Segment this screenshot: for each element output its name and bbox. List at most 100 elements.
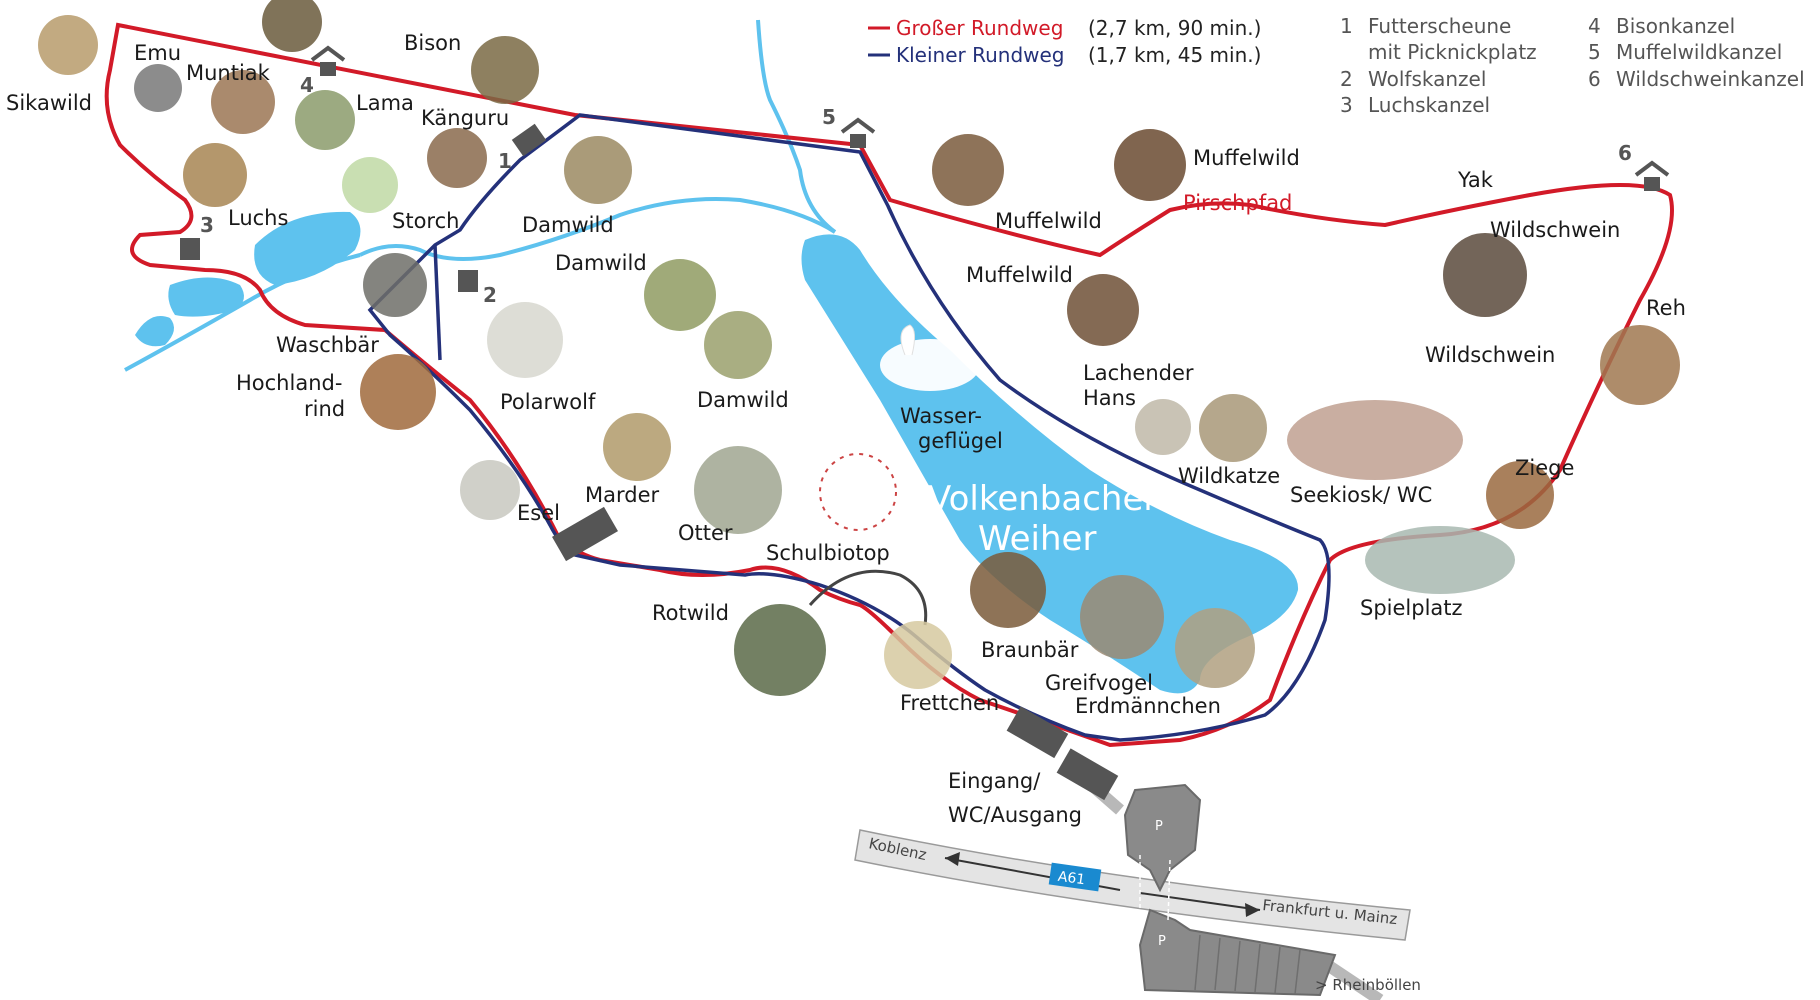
photo-damwild-3 bbox=[704, 311, 772, 379]
poi-2-wolfskanzel[interactable] bbox=[458, 270, 478, 292]
label-muffelwild-3: Muffelwild bbox=[966, 263, 1073, 287]
label-wildschwein-1: Wildschwein bbox=[1490, 218, 1620, 242]
photo-braunbaer bbox=[970, 552, 1046, 628]
label-schulbiotop: Schulbiotop bbox=[766, 541, 890, 565]
label-hochland-1: Hochland- bbox=[236, 371, 342, 395]
poi-5-muffelwildkanzel[interactable] bbox=[840, 117, 876, 148]
photo-bison-2 bbox=[471, 36, 539, 104]
parking-label-south: P bbox=[1158, 934, 1166, 949]
label-greifvogel: Greifvogel bbox=[1045, 671, 1153, 695]
photo-kaenguru bbox=[427, 128, 487, 188]
poi-4-bisonkanzel[interactable] bbox=[310, 45, 346, 76]
label-storch: Storch bbox=[392, 209, 459, 233]
photo-lama bbox=[295, 90, 355, 150]
a61-sign bbox=[1048, 862, 1102, 892]
route-big bbox=[104, 22, 1674, 748]
label-damwild-2: Damwild bbox=[555, 251, 647, 275]
label-entrance-2: WC/Ausgang bbox=[948, 803, 1082, 827]
entrance-building-1[interactable] bbox=[552, 506, 618, 562]
highway-a61 bbox=[854, 829, 1411, 941]
photo-erdmaennchen bbox=[1175, 608, 1255, 688]
label-otter: Otter bbox=[678, 521, 733, 545]
poi-marker-3: 3 bbox=[200, 213, 214, 237]
road-rheinboellen-label: > Rheinböllen bbox=[1315, 976, 1421, 994]
photo-storch bbox=[342, 157, 398, 213]
legend: Großer Rundweg (2,7 km, 90 min.) Kleiner… bbox=[868, 14, 1805, 117]
photo-damwild-1 bbox=[564, 136, 632, 204]
entrance-building-2[interactable] bbox=[1006, 706, 1069, 759]
poi-marker-1: 1 bbox=[498, 149, 512, 173]
label-waschbaer: Waschbär bbox=[276, 333, 379, 357]
legend-poi-1-line1: Futterscheune bbox=[1368, 14, 1511, 38]
pond-west-3 bbox=[254, 211, 361, 285]
photo-marder bbox=[603, 413, 671, 481]
lake-label-2: Weiher bbox=[978, 519, 1096, 559]
poi-1-futterscheune[interactable] bbox=[511, 123, 547, 157]
photo-schulbiotop bbox=[819, 453, 897, 531]
label-braunbaer: Braunbär bbox=[981, 638, 1079, 662]
photo-rotwild bbox=[734, 604, 826, 696]
legend-small-route-name: Kleiner Rundweg bbox=[896, 43, 1065, 67]
legend-poi-6-num: 6 bbox=[1588, 67, 1601, 91]
label-muffelwild-1: Muffelwild bbox=[995, 209, 1102, 233]
highway-area: A61 Koblenz Frankfurt u. Mainz > Rheinbö… bbox=[854, 770, 1421, 1000]
photo-muntiak bbox=[211, 70, 275, 134]
label-lama: Lama bbox=[356, 91, 414, 115]
label-wildschwein-2: Wildschwein bbox=[1425, 343, 1555, 367]
photo-bison-1 bbox=[262, 0, 322, 52]
photo-waschbaer bbox=[363, 253, 427, 317]
photo-greifvogel bbox=[1080, 575, 1164, 659]
label-esel: Esel bbox=[517, 501, 560, 525]
photo-wildschwein bbox=[1443, 233, 1527, 317]
photo-damwild-2 bbox=[644, 259, 716, 331]
photo-esel bbox=[460, 460, 520, 520]
poi-6-wildschweinkanzel[interactable] bbox=[1634, 160, 1670, 191]
lake-label-1: Volkenbacher bbox=[928, 479, 1157, 519]
photo-otter bbox=[694, 446, 782, 534]
label-lachender-1: Lachender bbox=[1083, 361, 1194, 385]
photo-seekiosk bbox=[1287, 400, 1463, 480]
legend-poi-6-line1: Wildschweinkanzel bbox=[1616, 67, 1805, 91]
label-yak: Yak bbox=[1457, 168, 1494, 192]
label-lachender-2: Hans bbox=[1083, 386, 1136, 410]
labels: Sikawild Emu Muntiak Bison Lama Känguru … bbox=[6, 31, 1686, 827]
label-muntiak: Muntiak bbox=[186, 61, 271, 85]
poi-3-luchskanzel[interactable] bbox=[180, 238, 200, 260]
parking-south bbox=[1138, 908, 1337, 997]
label-wasser-2: geflügel bbox=[918, 429, 1003, 453]
entrance-building-3[interactable] bbox=[1056, 748, 1119, 801]
photo-muffelwild-3 bbox=[1067, 274, 1139, 346]
label-ziege: Ziege bbox=[1515, 456, 1574, 480]
pond-west-1 bbox=[135, 316, 174, 347]
label-kaenguru: Känguru bbox=[421, 106, 509, 130]
label-polarwolf: Polarwolf bbox=[500, 390, 596, 414]
photo-luchs bbox=[183, 143, 247, 207]
label-wildkatze: Wildkatze bbox=[1178, 464, 1280, 488]
legend-poi-2-line1: Wolfskanzel bbox=[1368, 67, 1486, 91]
legend-poi-4-num: 4 bbox=[1588, 14, 1601, 38]
animal-photos bbox=[38, 0, 1680, 696]
photo-polarwolf bbox=[487, 302, 563, 378]
photo-hochlandrind bbox=[360, 354, 436, 430]
label-frettchen: Frettchen bbox=[900, 691, 999, 715]
parking-label-north: P bbox=[1155, 819, 1163, 834]
legend-poi-3-num: 3 bbox=[1340, 93, 1353, 117]
parking-north bbox=[1123, 783, 1202, 893]
legend-poi-1-num: 1 bbox=[1340, 14, 1353, 38]
label-seekiosk: Seekiosk/ WC bbox=[1290, 483, 1432, 507]
legend-poi-1-line2: mit Picknickplatz bbox=[1368, 40, 1537, 64]
routes bbox=[104, 22, 1674, 748]
label-rotwild: Rotwild bbox=[652, 601, 729, 625]
label-muffelwild-2: Muffelwild bbox=[1193, 146, 1300, 170]
label-wasser-1: Wasser- bbox=[900, 404, 982, 428]
label-reh: Reh bbox=[1646, 296, 1686, 320]
photo-reh bbox=[1600, 325, 1680, 405]
photo-emu bbox=[134, 64, 182, 112]
pond-west-2 bbox=[168, 277, 244, 317]
legend-poi-5-line1: Muffelwildkanzel bbox=[1616, 40, 1782, 64]
photo-wassergefluegel bbox=[880, 324, 980, 391]
label-sikawild: Sikawild bbox=[6, 91, 92, 115]
legend-poi-3-line1: Luchskanzel bbox=[1368, 93, 1490, 117]
poi-marker-4: 4 bbox=[300, 73, 314, 97]
label-pirschpfad: Pirschpfad bbox=[1183, 191, 1292, 215]
